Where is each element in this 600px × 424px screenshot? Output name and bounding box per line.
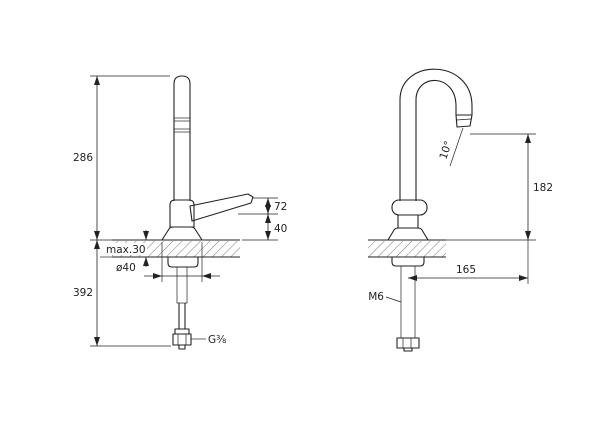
counter-hatch-side bbox=[368, 241, 446, 257]
cartridge-housing-side bbox=[397, 214, 419, 229]
dim-label-handle-base-height: 40 bbox=[274, 223, 287, 235]
dim-label-spout-angle: 10° bbox=[437, 139, 454, 161]
base-cone-side bbox=[387, 227, 429, 241]
stud-end bbox=[403, 347, 413, 352]
lever-handle-side bbox=[391, 199, 428, 216]
spout-tip bbox=[455, 114, 473, 128]
dim-label-stud-thread: M6 bbox=[368, 291, 384, 303]
side-view: 10° 182 165 M6 bbox=[368, 68, 553, 352]
faucet-body-side bbox=[387, 68, 473, 241]
hose-hex-fitting bbox=[172, 333, 192, 346]
hose-collar bbox=[174, 328, 190, 335]
label-backing bbox=[104, 243, 147, 255]
dim-label-height: 286 bbox=[73, 152, 93, 164]
dim-label-spout-height: 182 bbox=[533, 182, 553, 194]
gooseneck-outer bbox=[399, 68, 473, 115]
gooseneck-inner bbox=[415, 79, 457, 115]
hose-stub bbox=[178, 344, 186, 350]
base-cone bbox=[161, 226, 203, 241]
mounting-side bbox=[391, 257, 425, 352]
side-dimensions: 10° 182 165 M6 bbox=[368, 127, 553, 303]
dim-label-hose-thread: G⅜ bbox=[208, 334, 226, 346]
mounting-flange bbox=[167, 257, 199, 268]
mounting-flange-side bbox=[391, 257, 425, 267]
stud-nut bbox=[396, 337, 420, 349]
faucet-body-front bbox=[161, 75, 254, 241]
dim-label-hose-length: 392 bbox=[73, 287, 93, 299]
counter-side bbox=[368, 239, 446, 258]
dim-label-handle-tip-height: 72 bbox=[274, 201, 287, 213]
dim-label-counter-thickness: max.30 bbox=[106, 244, 146, 256]
cartridge-housing bbox=[169, 199, 195, 228]
riser-tube bbox=[173, 75, 191, 201]
mounting-front bbox=[167, 257, 199, 350]
lever-handle bbox=[189, 193, 254, 222]
threaded-stud bbox=[400, 265, 416, 339]
front-dimensions: 286 392 max.30 ø40 72 40 bbox=[73, 75, 287, 347]
dim-label-spout-reach: 165 bbox=[456, 264, 476, 276]
dim-label-base-diameter: ø40 bbox=[116, 262, 136, 274]
front-view: 286 392 max.30 ø40 72 40 bbox=[73, 75, 287, 350]
threaded-shank bbox=[176, 266, 188, 304]
